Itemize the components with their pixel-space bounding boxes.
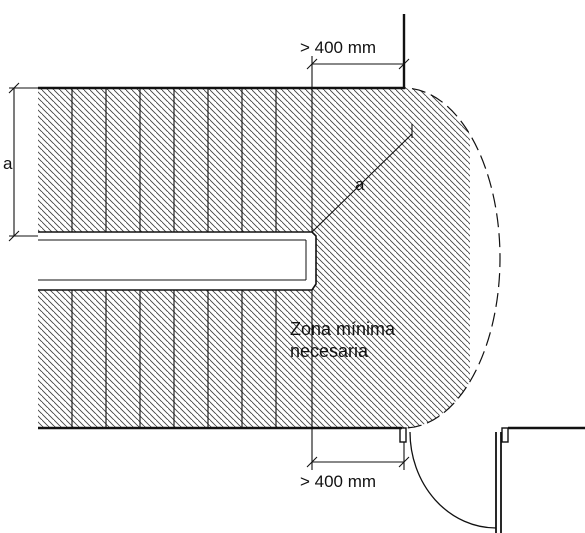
- landing-zone-outline: [312, 87, 501, 429]
- left-dimension-line: [8, 82, 42, 242]
- top-dimension-label: > 400 mm: [300, 38, 376, 57]
- upper-flight-hatch: [38, 88, 312, 232]
- zone-label-line2: necesaria: [290, 341, 369, 361]
- top-dimension-line: [306, 56, 410, 88]
- bottom-dimension-label: > 400 mm: [300, 472, 376, 491]
- top-wall: [38, 14, 406, 90]
- lower-flight-steps: [71, 290, 313, 428]
- lower-flight-hatch: [38, 290, 312, 428]
- radius-dimension-label: a: [355, 175, 365, 194]
- central-wall: [38, 231, 317, 291]
- radius-dimension-line: [311, 124, 413, 233]
- landing-zone-hatch: [312, 88, 470, 428]
- door: [399, 427, 509, 533]
- zone-label-line1: Zona mínima: [290, 319, 396, 339]
- left-dimension-label: a: [3, 154, 13, 173]
- bottom-dimension-line: [306, 428, 410, 470]
- upper-flight-steps: [71, 88, 313, 232]
